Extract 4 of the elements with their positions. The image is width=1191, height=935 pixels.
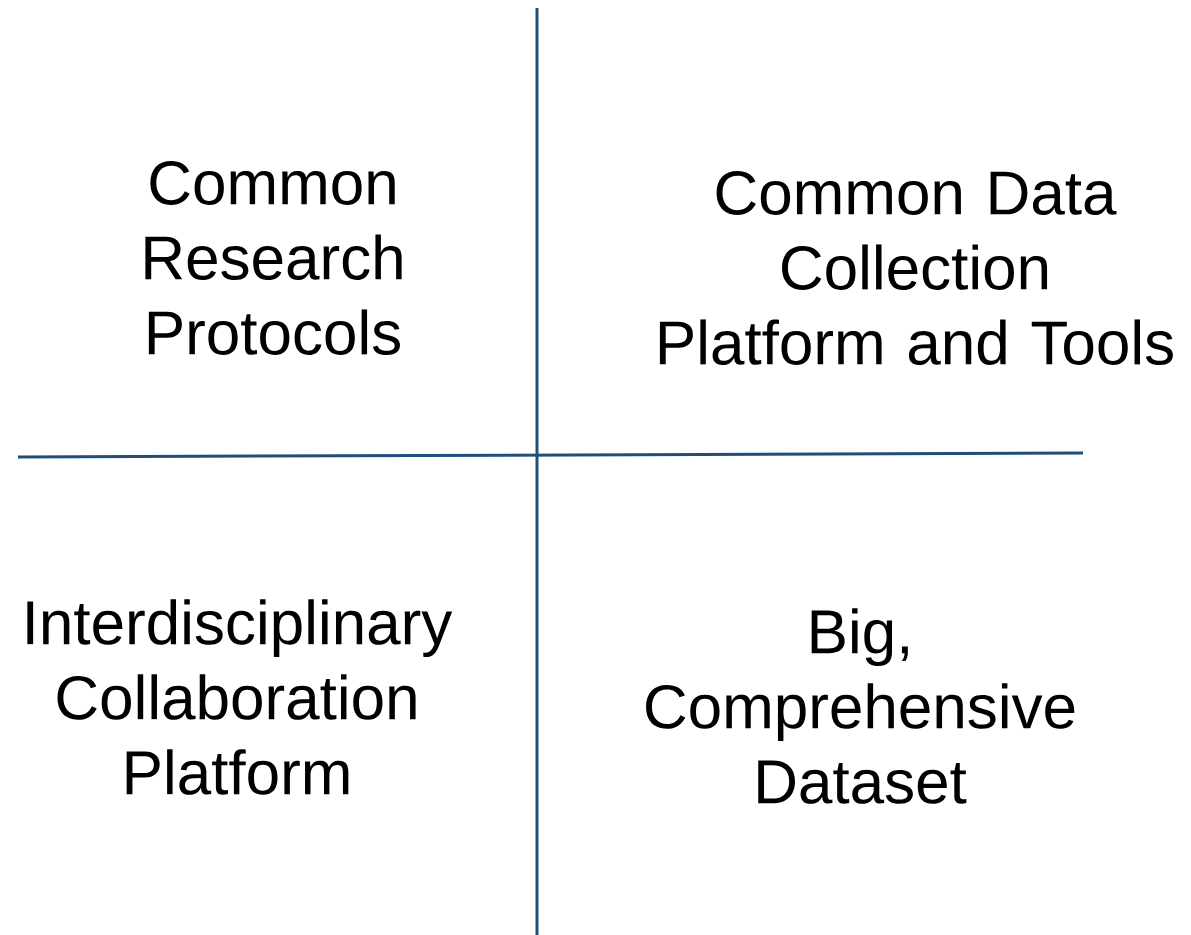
quadrant-label: Common Data Collection Platform and Tools [659,171,1173,365]
quadrant-label: Common Research Protocols [145,161,402,355]
quadrant-label: Interdisciplinary Collaboration Platform [27,599,453,795]
quadrant-label: Big, Comprehensive Dataset [646,608,1075,804]
